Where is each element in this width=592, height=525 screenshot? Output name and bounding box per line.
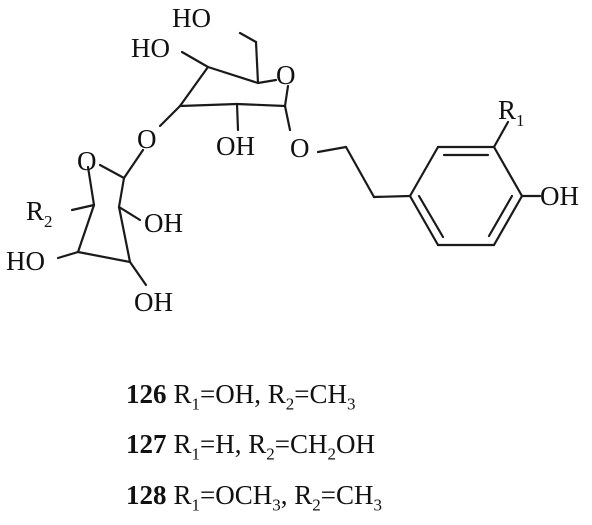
bond-ring-r1 <box>492 120 510 149</box>
bond-rha-c2-oh <box>117 205 142 222</box>
oxygen-label-glc-ring: O <box>276 60 296 90</box>
bond-ch2-ring <box>372 194 412 199</box>
bond-rha-c5-r2 <box>70 203 96 212</box>
bond-rha-oring-c5 <box>86 165 96 207</box>
oxygen-label-glycosidic: O <box>137 124 157 154</box>
r2-subscript: 2 <box>285 394 295 414</box>
compound-number: 126 <box>126 379 167 409</box>
bond-glc-oring-c1 <box>283 84 290 108</box>
hydroxy-label-phenol: OH <box>540 181 579 211</box>
bond-ring-double-b <box>487 194 514 238</box>
r1-subscript: 1 <box>191 394 201 414</box>
hydroxy-label-glc-c2: OH <box>216 131 255 161</box>
bond-glc-c5-oring <box>256 78 278 85</box>
hydroxy-label-glc-c4: HO <box>131 33 170 63</box>
bond-rha-c2-c1 <box>117 176 126 209</box>
r2-value-subscript: 3 <box>347 394 356 414</box>
r1-value-subscript: 3 <box>272 495 281 515</box>
hydroxy-label-ch2: HO <box>172 3 211 33</box>
bond-rha-c4-c3 <box>76 250 132 264</box>
oxygen-label-aglycone: O <box>290 133 310 163</box>
bond-ring-c1-c2 <box>408 145 440 198</box>
bond-rha-c4-oh <box>56 250 80 260</box>
bond-glc-c2-oh <box>235 102 240 132</box>
r1-subscript: 1 <box>191 444 201 464</box>
hydroxy-label-rha-c2: OH <box>144 208 183 238</box>
aglycone <box>316 120 542 247</box>
compound-number: 128 <box>126 479 167 510</box>
rhamnose-ring <box>56 148 148 287</box>
r1-symbol: R <box>173 479 192 510</box>
bond-oagly-ch2 <box>316 145 348 154</box>
bond-ring-c6-c1 <box>408 194 440 247</box>
r2-value-subscript: 3 <box>373 495 383 515</box>
r2-symbol: R <box>294 479 313 510</box>
oxygen-label-rha-ring: O <box>77 146 97 176</box>
chemical-structure: HO HO O O OH O O R2 OH HO OH R1 OH <box>6 3 579 317</box>
r2-substituent-label: R2 <box>26 196 53 231</box>
r2-subscript: 2 <box>312 495 321 515</box>
bond-glc-c1-c2 <box>235 102 287 108</box>
r2-value-tail: OH <box>336 429 375 460</box>
bond-glc-c6-c5 <box>254 40 260 85</box>
r2-value: =CH <box>294 379 347 409</box>
r2-subscript: 2 <box>266 444 275 464</box>
r1-substituent-label: R1 <box>498 95 525 130</box>
bond-glc-c4-oh <box>180 50 210 69</box>
bond-glc-c1-oagly <box>283 104 292 132</box>
bond-rha-c1-oring <box>98 163 126 180</box>
r2-symbol: R <box>267 379 286 409</box>
bond-rha-c5-c4 <box>76 203 96 254</box>
r2-value: =CH <box>320 479 374 510</box>
r1-value: =OCH <box>200 479 273 510</box>
r2-symbol: R <box>248 429 267 460</box>
r2-value: =CH <box>274 429 328 460</box>
r1-subscript: 1 <box>191 495 201 515</box>
bond-glc-c3-c4 <box>178 65 210 108</box>
bond-oglyc-rha-c1 <box>122 148 145 180</box>
bond-glc-ch2-c6 <box>238 31 258 44</box>
bond-ch2-ch2 <box>344 145 376 199</box>
r1-symbol: R <box>173 429 192 460</box>
r1-value: =OH, <box>200 379 268 409</box>
bond-ring-c4-c5 <box>492 194 524 247</box>
bond-glc-c4-c5 <box>206 65 260 85</box>
hydroxy-label-rha-c3: OH <box>134 287 173 317</box>
compound-number: 127 <box>126 429 167 460</box>
bond-glc-c2-c3 <box>178 102 239 108</box>
bond-ring-double-c <box>417 194 445 239</box>
bond-ring-c3-c4 <box>492 145 524 198</box>
bond-rha-c3-oh <box>128 260 148 287</box>
bond-glc-c3-oglyc <box>158 104 182 128</box>
glucose-ring <box>158 31 292 132</box>
r1-symbol: R <box>173 379 192 409</box>
hydroxy-label-rha-c4: HO <box>6 246 45 276</box>
r2-value-subscript: 2 <box>327 444 337 464</box>
bond-rha-c3-c2 <box>117 205 132 264</box>
r1-value-tail: , <box>280 479 295 510</box>
r1-value: =H, <box>200 429 249 460</box>
